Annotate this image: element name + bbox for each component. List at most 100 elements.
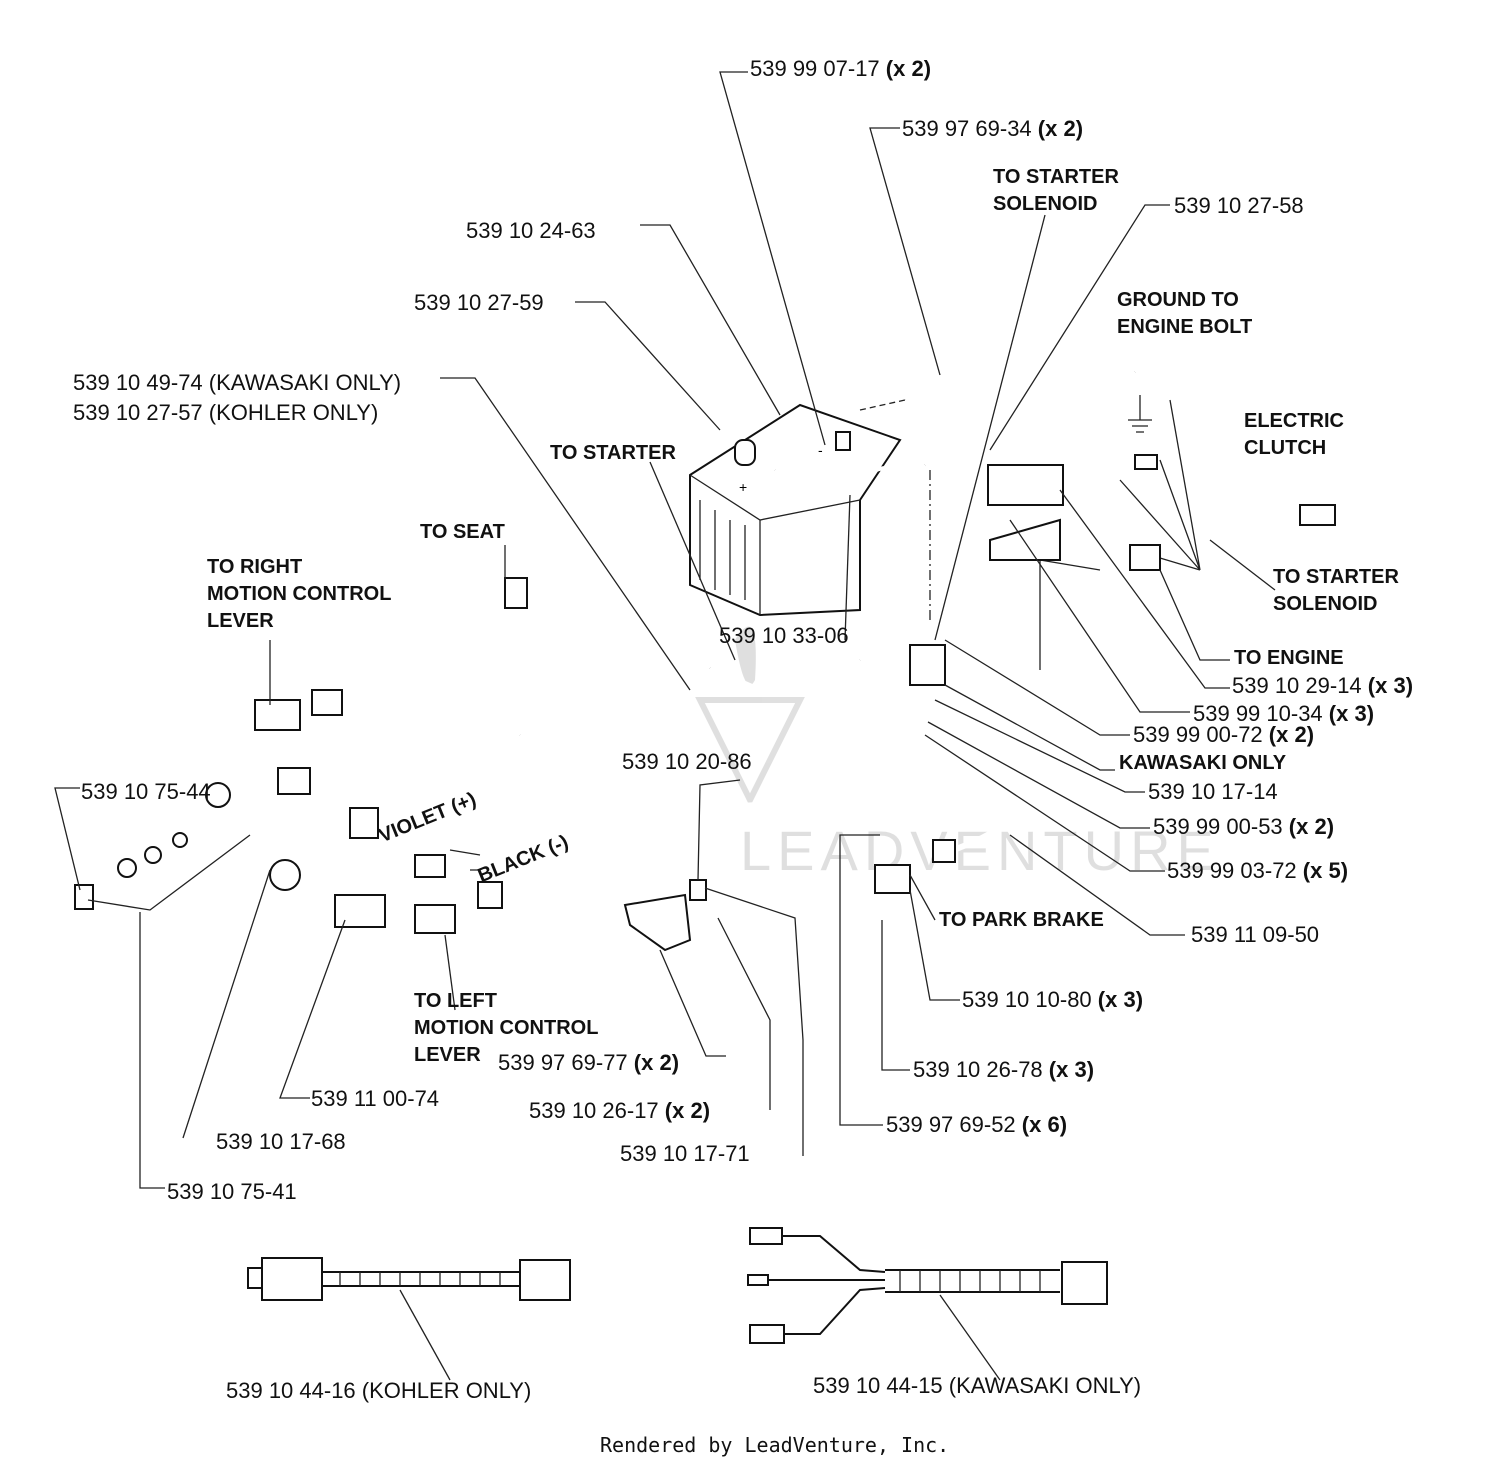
callout-kawasaki-only: KAWASAKI ONLY: [1119, 752, 1287, 774]
part-number: 539 99 07-17: [750, 56, 880, 81]
part-qty: (x 3): [1048, 1057, 1095, 1082]
indicator-light: [269, 859, 301, 891]
kohler-harness: [247, 1257, 571, 1381]
part-number: 539 10 26-78: [913, 1057, 1043, 1082]
park-brake-switch: [874, 864, 911, 894]
part-number: 539 10 27-57 (KOHLER ONLY): [73, 400, 379, 425]
clutch-connector: [1299, 504, 1336, 526]
part-number: 539 10 75-44: [81, 779, 211, 804]
part-number: 539 10 49-74 (KAWASAKI ONLY): [73, 370, 402, 395]
part-qty: (x 3): [1328, 701, 1375, 726]
part-label-539-10-17-71: 539 10 17-71: [620, 1141, 750, 1167]
part-number: 539 99 03-72: [1167, 858, 1297, 883]
part-number: 539 10 26-17: [529, 1098, 659, 1123]
part-number: 539 10 24-63: [466, 218, 596, 243]
battery-plus-sign: +: [739, 479, 747, 495]
part-qty: (x 5): [1302, 858, 1349, 883]
footer-credit: Rendered by LeadVenture, Inc.: [600, 1433, 950, 1457]
part-label-539-10-27-59: 539 10 27-59: [414, 290, 544, 316]
relays: [987, 464, 1064, 506]
part-qty: (x 6): [1021, 1112, 1068, 1137]
left-lever-switch: [414, 904, 456, 934]
right-lever-switch: [254, 699, 301, 731]
callout-electric-clutch: ELECTRIC CLUTCH: [1244, 410, 1344, 459]
part-label-539-10-24-63: 539 10 24-63: [466, 218, 596, 244]
battery-terminal-negative: [835, 431, 851, 451]
part-label-539-97-69-34: 539 97 69-34 (x 2): [902, 116, 1083, 142]
part-qty: (x 3): [1097, 987, 1144, 1012]
callout-to-left-motion-control-lever: TO LEFT MOTION CONTROL LEVER: [414, 990, 599, 1066]
part-number: 539 99 00-53: [1153, 814, 1283, 839]
part-number: 539 97 69-52: [886, 1112, 1016, 1137]
part-number: 539 10 27-59: [414, 290, 544, 315]
part-number: 539 11 00-74: [311, 1086, 440, 1111]
part-label-539-10-44-15: 539 10 44-15 (KAWASAKI ONLY): [813, 1373, 1141, 1399]
ground-symbol-icon: [1128, 395, 1152, 433]
callout-to-starter-solenoid-right: TO STARTER SOLENOID: [1273, 566, 1399, 615]
starter-solenoid: [909, 644, 946, 686]
part-number: 539 97 69-77: [498, 1050, 628, 1075]
part-label-539-10-49-74: 539 10 49-74 (KAWASAKI ONLY): [73, 370, 401, 396]
battery-minus-sign: -: [818, 442, 823, 458]
part-qty: (x 2): [1288, 814, 1335, 839]
kawasaki-harness: [747, 1227, 1108, 1381]
part-label-539-10-26-17: 539 10 26-17 (x 2): [529, 1098, 710, 1124]
part-number: 539 10 33-06: [719, 623, 849, 648]
battery: + -: [689, 403, 902, 617]
part-label-539-10-17-14: 539 10 17-14: [1148, 779, 1278, 805]
part-number: 539 10 44-15 (KAWASAKI ONLY): [813, 1373, 1142, 1398]
callout-to-starter: TO STARTER: [550, 442, 676, 464]
part-qty: (x 3): [1367, 673, 1414, 698]
part-number: 539 10 75-41: [167, 1179, 297, 1204]
part-number: 539 97 69-34: [902, 116, 1032, 141]
callout-to-right-motion-control-lever: TO RIGHT MOTION CONTROL LEVER: [207, 556, 392, 632]
part-label-539-10-17-68: 539 10 17-68: [216, 1129, 346, 1155]
part-label-539-99-00-72: 539 99 00-72 (x 2): [1133, 722, 1314, 748]
callout-to-engine: TO ENGINE: [1234, 647, 1344, 669]
part-label-539-11-00-74: 539 11 00-74: [311, 1086, 439, 1112]
part-number: 539 99 10-34: [1193, 701, 1323, 726]
battery-terminal-positive: [734, 439, 756, 466]
part-number: 539 10 17-71: [620, 1141, 750, 1166]
battery-cables: [708, 370, 1136, 697]
part-number: 539 10 10-80: [962, 987, 1092, 1012]
part-qty: (x 2): [664, 1098, 711, 1123]
part-number: 539 10 29-14: [1232, 673, 1362, 698]
part-qty: (x 2): [885, 56, 932, 81]
part-label-539-10-29-14: 539 10 29-14 (x 3): [1232, 673, 1413, 699]
part-label-539-10-26-78: 539 10 26-78 (x 3): [913, 1057, 1094, 1083]
leader-lines: [54, 71, 1276, 1189]
callout-ground-to-engine-bolt: GROUND TO ENGINE BOLT: [1117, 289, 1253, 338]
part-number: 539 99 00-72: [1133, 722, 1263, 747]
callout-to-seat: TO SEAT: [420, 521, 505, 543]
part-label-539-10-20-86: 539 10 20-86: [622, 749, 752, 775]
part-label-539-97-69-52: 539 97 69-52 (x 6): [886, 1112, 1067, 1138]
part-qty: (x 2): [1268, 722, 1315, 747]
callout-to-park-brake: TO PARK BRAKE: [939, 909, 1104, 931]
part-label-539-10-75-44: 539 10 75-44: [81, 779, 211, 805]
ignition-key: [74, 884, 94, 910]
bracket: [623, 893, 692, 952]
part-label-539-97-69-77: 539 97 69-77 (x 2): [498, 1050, 679, 1076]
hour-meter: [334, 894, 386, 928]
main-harness: [308, 399, 1302, 921]
part-label-539-99-07-17: 539 99 07-17 (x 2): [750, 56, 931, 82]
part-label-539-10-33-06: 539 10 33-06: [719, 623, 849, 649]
part-number: 539 10 17-68: [216, 1129, 346, 1154]
seat-connector: [504, 577, 528, 609]
part-number: 539 10 17-14: [1148, 779, 1278, 804]
connectors: [74, 395, 1336, 952]
part-number: 539 10 20-86: [622, 749, 752, 774]
part-label-539-10-75-41: 539 10 75-41: [167, 1179, 297, 1205]
part-label-539-99-03-72: 539 99 03-72 (x 5): [1167, 858, 1348, 884]
part-label-539-11-09-50: 539 11 09-50: [1191, 922, 1319, 948]
part-label-539-10-44-16: 539 10 44-16 (KOHLER ONLY): [226, 1378, 531, 1404]
part-number: 539 11 09-50: [1191, 922, 1320, 947]
part-label-539-10-27-58: 539 10 27-58: [1174, 193, 1304, 219]
ignition-switch: [205, 782, 231, 808]
part-number: 539 10 27-58: [1174, 193, 1304, 218]
part-label-539-99-00-53: 539 99 00-53 (x 2): [1153, 814, 1334, 840]
part-qty: (x 2): [633, 1050, 680, 1075]
part-label-539-10-10-80: 539 10 10-80 (x 3): [962, 987, 1143, 1013]
